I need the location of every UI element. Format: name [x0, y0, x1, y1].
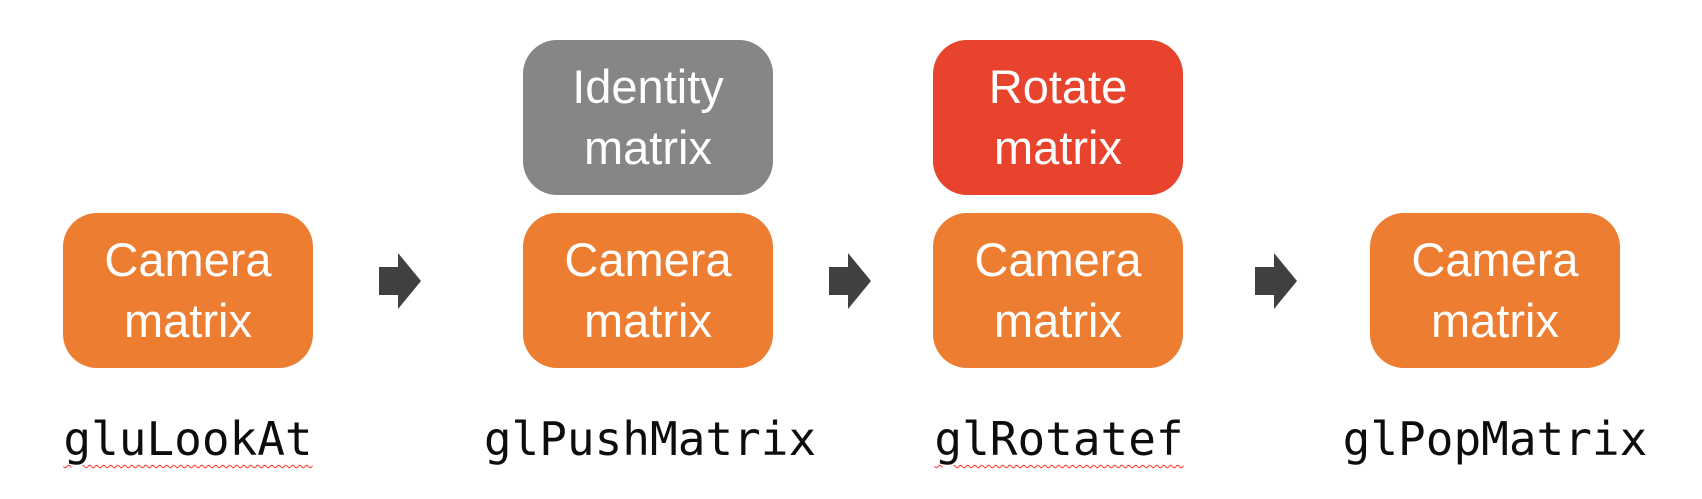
function-label-glpopmatrix: glPopMatrix — [1342, 412, 1648, 466]
arrow-right-shape — [379, 253, 421, 309]
camera-matrix-box: Camera matrix — [1370, 213, 1620, 368]
rotate-matrix-box: Rotate matrix — [933, 40, 1183, 195]
camera-matrix-box: Camera matrix — [63, 213, 313, 368]
arrow-right-icon — [829, 253, 871, 309]
camera-matrix-box: Camera matrix — [523, 213, 773, 368]
camera-matrix-box: Camera matrix — [933, 213, 1183, 368]
arrow-right-icon — [379, 253, 421, 309]
arrow-right-shape — [829, 253, 871, 309]
function-label-glulookat: gluLookAt — [63, 412, 313, 466]
identity-matrix-box: Identity matrix — [523, 40, 773, 195]
arrow-right-icon — [1255, 253, 1297, 309]
arrow-right-shape — [1255, 253, 1297, 309]
function-label-glrotatef: glRotatef — [934, 412, 1184, 466]
function-label-glpushmatrix: glPushMatrix — [483, 412, 817, 466]
